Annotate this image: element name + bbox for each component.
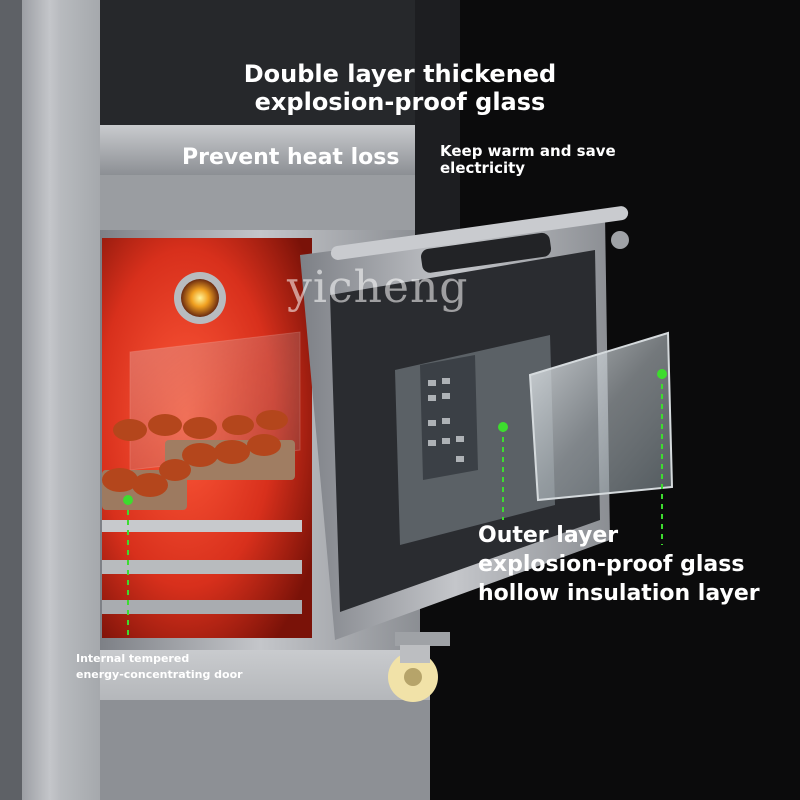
outer-layer-label-line-3: hollow insulation layer	[478, 581, 760, 606]
outer-layer-label-line-1: Outer layer	[478, 523, 619, 548]
internal-door-label-line-1: Internal tempered	[76, 652, 190, 665]
prevent-heat-loss-label: Prevent heat loss	[182, 145, 400, 170]
watermark: yicheng	[287, 262, 469, 313]
internal-door-label: Internal tempered energy-concentrating d…	[76, 651, 243, 683]
internal-door-label-line-2: energy-concentrating door	[76, 668, 243, 681]
keep-warm-label: Keep warm and save electricity	[440, 142, 616, 177]
outer-layer-label-line-2: explosion-proof glass	[478, 552, 745, 577]
annotation-markers	[123, 369, 667, 640]
headline-line-1: Double layer thickened	[243, 60, 557, 88]
headline-line-2: explosion-proof glass	[254, 88, 546, 116]
bread-trays	[102, 410, 295, 510]
caster-wheel	[388, 632, 450, 702]
